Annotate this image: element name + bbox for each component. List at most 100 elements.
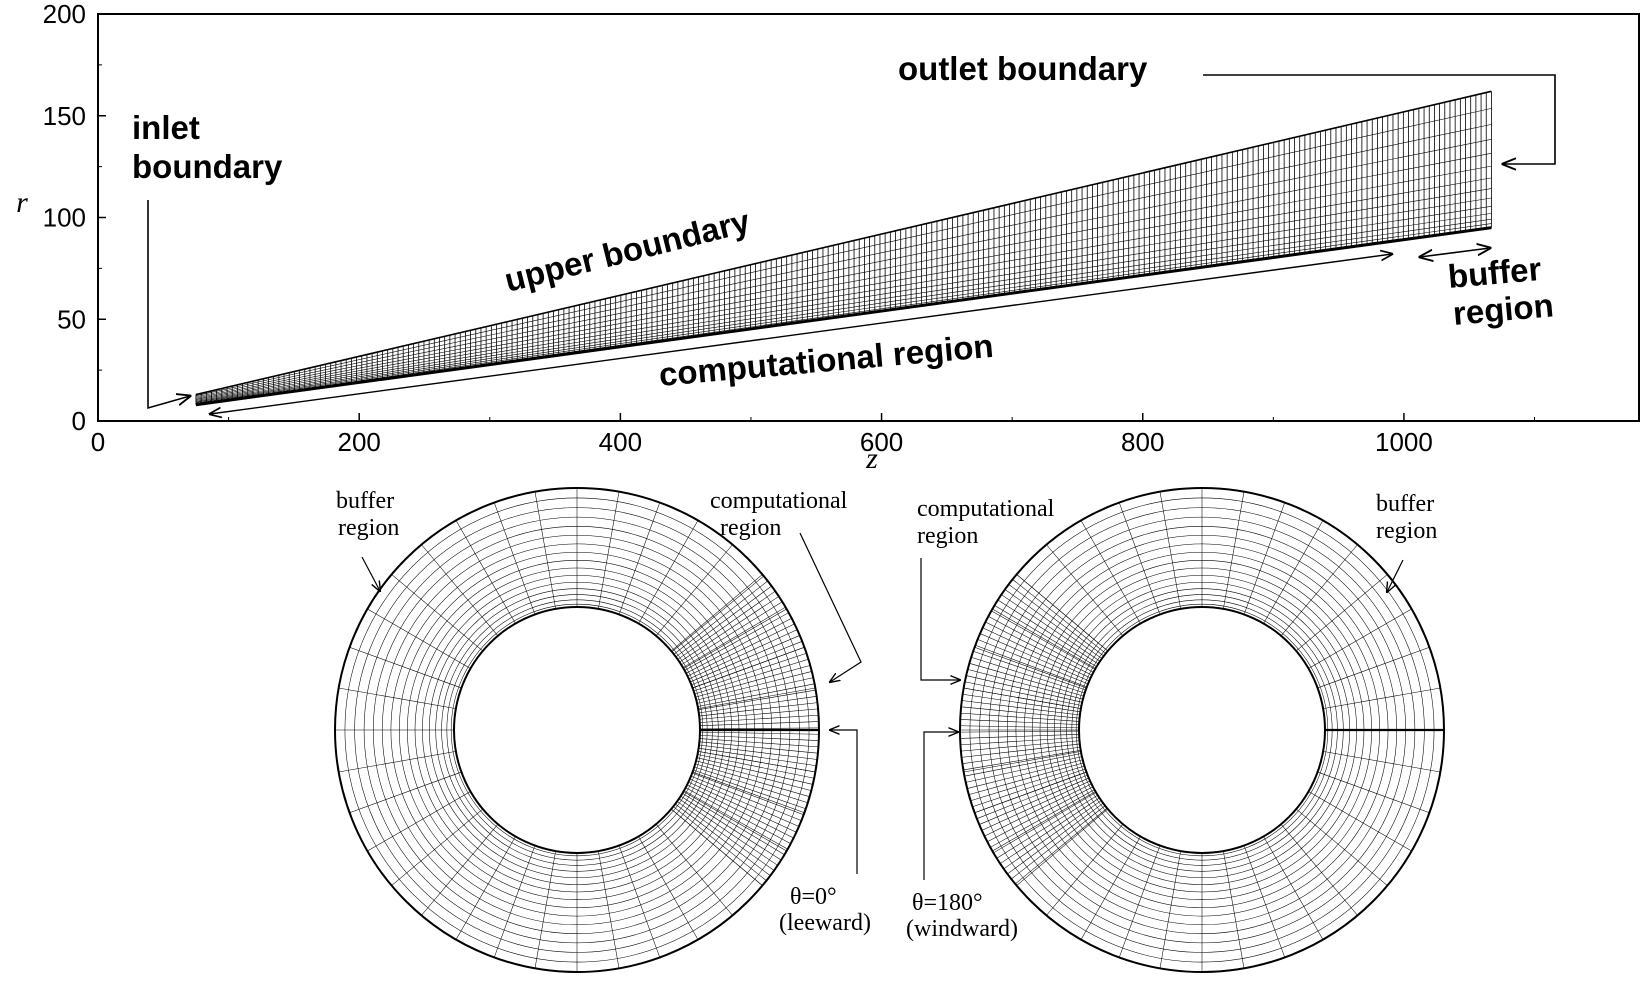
x-axis-label: z bbox=[865, 442, 878, 475]
ring-circle-line bbox=[407, 560, 747, 900]
ring-spoke-line bbox=[671, 575, 764, 652]
ring-spoke-line bbox=[962, 693, 1081, 713]
x-tick-label: 1000 bbox=[1375, 427, 1433, 457]
right-theta-arrow bbox=[923, 732, 958, 880]
ring-circle-line bbox=[422, 575, 732, 885]
ring-circle-line bbox=[446, 599, 708, 861]
ring-spoke-line bbox=[1016, 574, 1108, 652]
ring-spoke-line bbox=[695, 665, 811, 698]
ring-spoke-line bbox=[1263, 520, 1324, 624]
buffer-region-label-2: region bbox=[1451, 286, 1555, 332]
ring-spoke-line bbox=[698, 689, 816, 710]
left-theta-label: θ=0° bbox=[790, 884, 837, 910]
left-theta-arrow bbox=[830, 730, 858, 874]
ring-circle-line bbox=[428, 581, 726, 879]
ring-spoke-line bbox=[698, 751, 816, 773]
ring-spoke-line bbox=[687, 623, 795, 677]
ring-spoke-line bbox=[982, 627, 1091, 679]
ring-spoke-line bbox=[367, 791, 471, 852]
ring-circle-line bbox=[435, 588, 719, 872]
ring-spoke-line bbox=[1004, 589, 1103, 659]
ring-circle-line bbox=[450, 603, 704, 857]
ring-spoke-line bbox=[1012, 579, 1106, 654]
ring-circle-line bbox=[1047, 575, 1357, 885]
ring-spoke-line bbox=[697, 677, 814, 704]
ring-spoke-line bbox=[655, 824, 733, 916]
ring-spoke-line bbox=[455, 836, 516, 940]
ring-circle-line bbox=[1075, 603, 1329, 857]
ring-spoke-line bbox=[1308, 791, 1412, 852]
y-tick-label: 200 bbox=[43, 0, 86, 29]
ring-spoke-line bbox=[699, 744, 818, 760]
ring-spoke-line bbox=[1323, 751, 1441, 773]
ring-spoke-line bbox=[962, 746, 1081, 764]
ring-spoke-line bbox=[690, 775, 802, 821]
ring-spoke-line bbox=[961, 743, 1080, 758]
ring-spoke-line bbox=[960, 740, 1080, 752]
ring-spoke-line bbox=[1080, 520, 1141, 624]
x-tick-label: 0 bbox=[91, 427, 105, 457]
ring-circle-line bbox=[1060, 588, 1344, 872]
ring-spoke-line bbox=[697, 683, 815, 707]
ring-spoke-line bbox=[965, 756, 1082, 783]
ring-spoke-line bbox=[1001, 594, 1101, 662]
left-buffer-arrow bbox=[361, 556, 380, 591]
ring-spoke-line bbox=[421, 544, 499, 636]
ring-spoke-line bbox=[967, 669, 1083, 700]
ring-spoke-line bbox=[961, 700, 1080, 716]
ring-spoke-line bbox=[655, 544, 733, 636]
ring-circle-line bbox=[453, 606, 701, 854]
ring-spoke-line bbox=[684, 612, 789, 671]
ring-spoke-line bbox=[678, 798, 778, 866]
ring-spoke-line bbox=[338, 687, 456, 709]
left-side-label: (leeward) bbox=[779, 910, 871, 936]
ring-spoke-line bbox=[976, 774, 1088, 819]
ring-spoke-line bbox=[960, 725, 1080, 729]
ring-spoke-line bbox=[971, 656, 1085, 694]
ring-spoke-line bbox=[975, 644, 1087, 688]
ring-spoke-line bbox=[984, 783, 1092, 837]
left-ring-mesh bbox=[334, 487, 820, 973]
ring-spoke-line bbox=[1159, 491, 1181, 609]
y-tick-label: 0 bbox=[72, 406, 86, 436]
ring-spoke-line bbox=[1317, 771, 1430, 814]
ring-spoke-line bbox=[1000, 797, 1100, 864]
left-buffer-label-2: region bbox=[338, 515, 399, 541]
ring-spoke-line bbox=[598, 491, 620, 609]
left-buffer-label: buffer bbox=[336, 488, 394, 514]
ring-spoke-line bbox=[689, 778, 800, 827]
ring-spoke-line bbox=[676, 801, 775, 871]
ring-spoke-line bbox=[992, 608, 1096, 669]
ring-spoke-line bbox=[966, 675, 1083, 703]
ring-spoke-line bbox=[349, 646, 462, 689]
right-buffer-label: buffer bbox=[1376, 491, 1434, 517]
ring-spoke-line bbox=[699, 735, 819, 741]
ring-spoke-line bbox=[638, 836, 699, 940]
ring-spoke-line bbox=[1016, 808, 1108, 886]
ring-spoke-line bbox=[960, 734, 1080, 739]
ring-spoke-line bbox=[985, 621, 1093, 676]
ring-spoke-line bbox=[960, 730, 1080, 733]
ring-spoke-line bbox=[990, 789, 1095, 848]
x-tick-label: 400 bbox=[599, 427, 642, 457]
ring-spoke-line bbox=[1317, 646, 1430, 689]
ring-spoke-line bbox=[961, 706, 1080, 719]
ring-spoke-line bbox=[964, 681, 1082, 706]
ring-spoke-line bbox=[963, 751, 1081, 773]
ring-spoke-line bbox=[698, 747, 817, 767]
ring-circle-line bbox=[1053, 581, 1351, 879]
ring-spoke-line bbox=[493, 845, 536, 958]
ring-circle-line bbox=[1032, 560, 1372, 900]
ring-circle-line bbox=[1071, 599, 1333, 861]
ring-spoke-line bbox=[1015, 808, 1108, 885]
ring-spoke-line bbox=[682, 793, 785, 855]
right-comp-label-2: region bbox=[917, 523, 978, 549]
ring-spoke-line bbox=[1308, 608, 1412, 669]
ring-spoke-line bbox=[967, 759, 1083, 789]
right-comp-label: computational bbox=[917, 496, 1055, 522]
ring-spoke-line bbox=[338, 751, 456, 773]
ring-spoke-line bbox=[534, 491, 556, 609]
